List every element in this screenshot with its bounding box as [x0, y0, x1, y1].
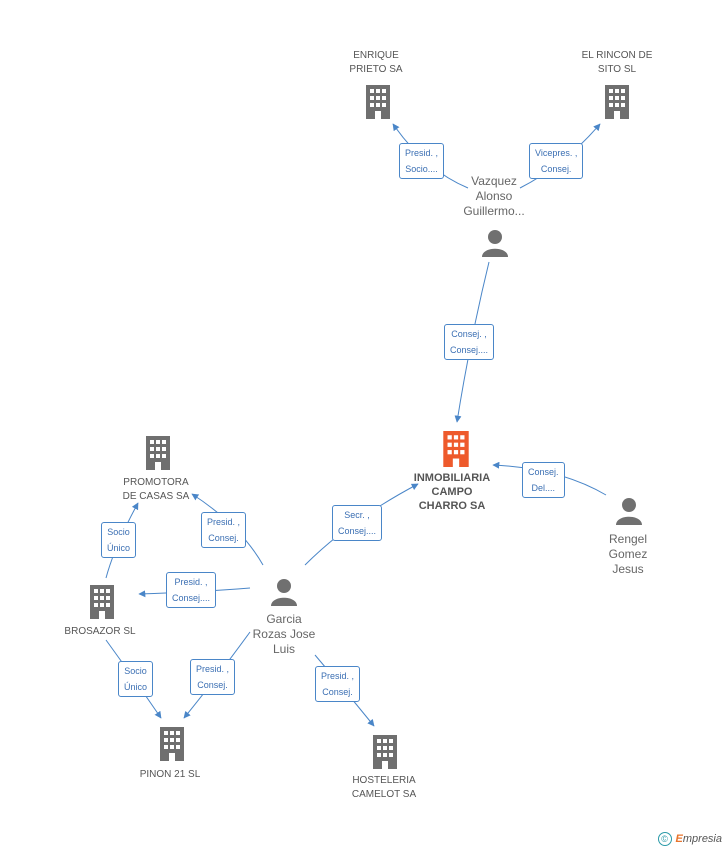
pinon-building-icon[interactable] [160, 727, 184, 761]
edge-label-brosazor-promotora: Socio Único [101, 522, 137, 558]
vazquez-label[interactable]: Vazquez Alonso Guillermo... [463, 174, 525, 218]
hosteleria-label[interactable]: HOSTELERIA CAMELOT SA [351, 775, 417, 800]
brand-logo: Empresia [675, 833, 722, 845]
inmobiliaria-label[interactable]: INMOBILIARIA CAMPO CHARRO SA [413, 472, 491, 512]
enrique-label[interactable]: ENRIQUE PRIETO SA [349, 50, 403, 75]
promotora-building-icon[interactable] [146, 436, 170, 470]
pinon-label[interactable]: PINON 21 SL [139, 769, 201, 780]
rincon-building-icon[interactable] [605, 85, 629, 119]
rincon-label[interactable]: EL RINCON DE SITO SL [581, 50, 653, 75]
edge-label-rengel-inmob: Consej. Del.... [522, 462, 565, 498]
rengel-label[interactable]: Rengel Gomez Jesus [608, 532, 648, 576]
inmobiliaria-building-icon[interactable] [443, 431, 469, 467]
garcia-person-icon[interactable] [271, 579, 297, 606]
brosazor-building-icon[interactable] [90, 585, 114, 619]
brosazor-label[interactable]: BROSAZOR SL [64, 626, 136, 637]
garcia-label[interactable]: Garcia Rozas Jose Luis [252, 612, 316, 656]
hosteleria-building-icon[interactable] [373, 735, 397, 769]
rengel-person-icon[interactable] [616, 498, 642, 525]
edge-label-vazquez-rincon: Vicepres. , Consej. [529, 143, 584, 179]
vazquez-person-icon[interactable] [482, 230, 508, 257]
footer-brand[interactable]: ©Empresia [657, 832, 722, 846]
enrique-building-icon[interactable] [366, 85, 390, 119]
edge-label-garcia-pinon: Presid. , Consej. [190, 659, 236, 695]
edge-label-garcia-hosteleria: Presid. , Consej. [315, 666, 361, 702]
edge-label-garcia-brosazor: Presid. , Consej.... [166, 572, 217, 608]
promotora-label[interactable]: PROMOTORA DE CASAS SA [122, 477, 190, 502]
copyright-icon: © [657, 832, 672, 846]
edge-label-vazquez-inmob: Consej. , Consej.... [444, 324, 495, 360]
edge-label-garcia-promotora: Presid. , Consej. [201, 512, 247, 548]
edge-label-brosazor-pinon: Socio Único [118, 661, 154, 697]
edge-label-garcia-inmob: Secr. , Consej.... [332, 505, 383, 541]
edge-label-vazquez-enrique: Presid. , Socio.... [399, 143, 445, 179]
